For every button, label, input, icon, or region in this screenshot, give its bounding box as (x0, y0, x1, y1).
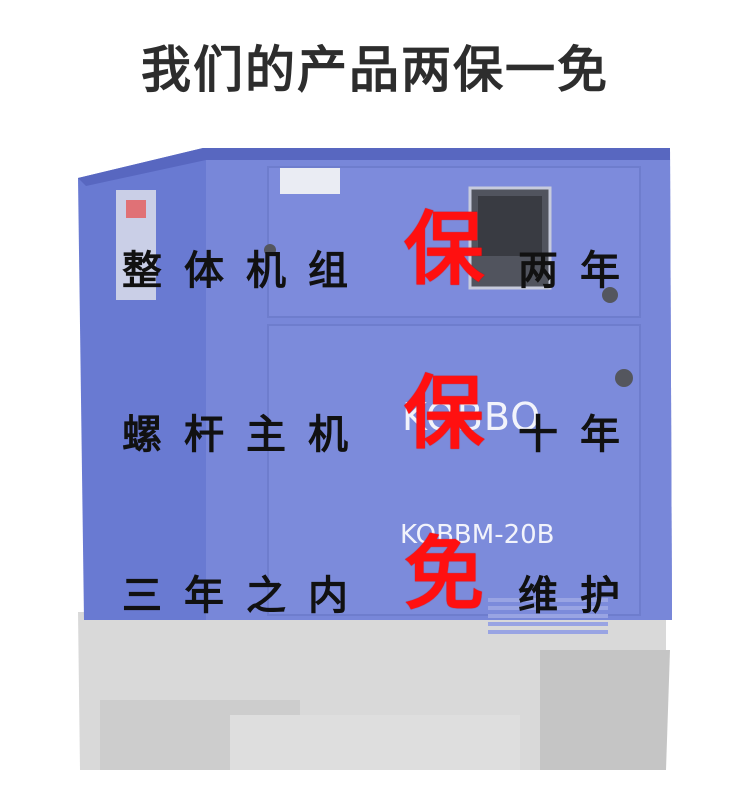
row-emphasis-text: 保 (404, 367, 484, 460)
row-left-text: 螺杆主机 (122, 412, 370, 458)
page-title: 我们的产品两保一免 (141, 41, 609, 99)
row-left-text: 整体机组 (122, 248, 370, 294)
machine-model: KOBBM-20B (400, 520, 555, 550)
machine-brand: KOBBO (402, 395, 542, 439)
warranty-row-1: 整体机组 保 两年 (0, 210, 750, 300)
row-emphasis-text: 保 (404, 203, 484, 296)
warranty-row-3: 三年之内 免 维护 (0, 535, 750, 625)
row-right-text: 维护 (518, 573, 642, 619)
row-right-text: 十年 (518, 412, 642, 458)
vent-grille (488, 598, 608, 634)
row-right-text: 两年 (518, 248, 642, 294)
row-emphasis-text: 免 (404, 528, 484, 621)
lower-panel (267, 324, 641, 616)
warranty-row-2: 螺杆主机 保 十年 (0, 374, 750, 464)
row-left-text: 三年之内 (122, 573, 370, 619)
